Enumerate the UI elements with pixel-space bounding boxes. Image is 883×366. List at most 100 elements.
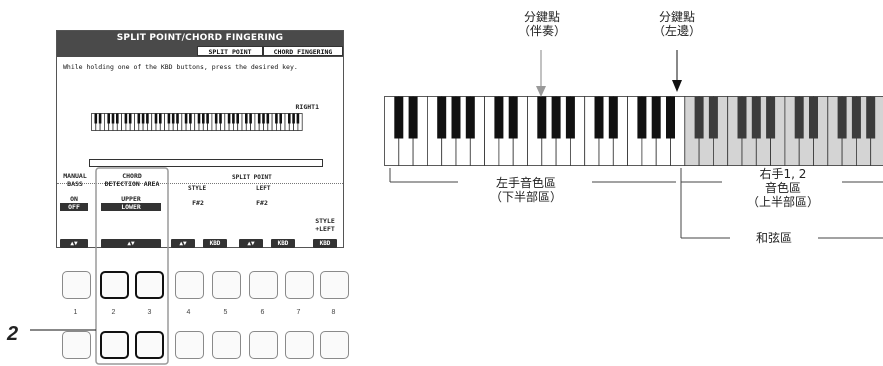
- lower-button-5[interactable]: [212, 331, 241, 359]
- split-point-accomp-label: 分鍵點（伴奏）: [517, 10, 566, 38]
- style-split-arrows[interactable]: ▲▼: [171, 239, 195, 248]
- instruction-text: While holding one of the KBD buttons, pr…: [63, 63, 298, 71]
- black-key: [809, 96, 818, 139]
- parameter-separator: [57, 183, 343, 184]
- upper-button-8[interactable]: [320, 271, 349, 299]
- black-key: [694, 96, 704, 139]
- chord-area-label: 和弦區: [755, 231, 792, 245]
- black-key: [508, 96, 518, 139]
- split-style-label: STYLE: [187, 185, 208, 192]
- black-key: [292, 113, 295, 124]
- black-key: [866, 96, 876, 139]
- lower-button-3[interactable]: [135, 331, 164, 359]
- black-key: [565, 96, 575, 139]
- black-key: [137, 113, 141, 124]
- button-number-2: 2: [111, 309, 116, 316]
- chord-area-lower: LOWER: [101, 203, 161, 211]
- black-key: [94, 113, 98, 124]
- black-key: [451, 96, 461, 139]
- black-key: [171, 113, 175, 124]
- lower-button-6[interactable]: [249, 331, 278, 359]
- manual-bass-arrows[interactable]: ▲▼: [60, 239, 88, 248]
- black-key: [275, 113, 278, 124]
- upper-button-1[interactable]: [62, 271, 91, 299]
- manual-bass-values: ON OFF: [60, 195, 88, 211]
- black-key: [637, 96, 647, 139]
- button-number-6: 6: [260, 309, 265, 316]
- step-callout-number: 2: [7, 323, 19, 345]
- black-key: [262, 113, 265, 124]
- black-key: [141, 113, 145, 124]
- black-key: [214, 113, 218, 124]
- lower-button-1[interactable]: [62, 331, 91, 359]
- style-left-kbd[interactable]: KBD: [313, 239, 337, 248]
- button-number-7: 7: [296, 309, 301, 316]
- chord-detection-values: UPPER LOWER: [101, 195, 161, 211]
- black-key: [245, 113, 248, 124]
- lower-button-4[interactable]: [175, 331, 204, 359]
- black-key: [159, 113, 162, 124]
- black-key: [651, 96, 661, 139]
- black-key: [437, 96, 447, 139]
- split-style-value: F#2: [192, 199, 204, 207]
- upper-button-3[interactable]: [135, 271, 164, 299]
- black-key: [794, 96, 804, 139]
- upper-button-5[interactable]: [212, 271, 241, 299]
- black-key: [751, 96, 761, 139]
- chord-area-arrows[interactable]: ▲▼: [101, 239, 161, 248]
- upper-button-4[interactable]: [175, 271, 204, 299]
- black-key: [154, 113, 158, 124]
- upper-button-6[interactable]: [249, 271, 278, 299]
- black-key: [737, 96, 747, 139]
- black-key: [666, 96, 675, 139]
- black-key: [288, 113, 291, 124]
- lower-button-2[interactable]: [100, 331, 129, 359]
- black-key: [837, 96, 847, 139]
- left-split-kbd[interactable]: KBD: [271, 239, 295, 248]
- lower-button-7[interactable]: [285, 331, 314, 359]
- black-key: [608, 96, 618, 139]
- button-number-1: 1: [73, 309, 78, 316]
- style-split-kbd[interactable]: KBD: [203, 239, 227, 248]
- button-number-8: 8: [331, 309, 336, 316]
- black-key: [232, 113, 235, 124]
- split-left-value: F#2: [256, 199, 268, 207]
- black-key: [98, 113, 102, 124]
- black-key: [394, 96, 404, 139]
- lcd-keyboard-graphic[interactable]: [91, 113, 305, 131]
- black-key: [167, 113, 171, 124]
- lower-button-8[interactable]: [320, 331, 349, 359]
- black-key: [494, 96, 504, 139]
- chord-area-upper: UPPER: [121, 195, 141, 203]
- split-point-left-label: 分鍵點（左邊）: [652, 10, 701, 38]
- lcd-tab-bar: SPLIT POINT CHORD FINGERING: [57, 45, 343, 57]
- lcd-display: SPLIT POINT/CHORD FINGERING SPLIT POINT …: [56, 30, 344, 248]
- black-key: [128, 113, 132, 124]
- black-key: [851, 96, 861, 139]
- black-key: [537, 96, 547, 139]
- split-range-bar: [89, 159, 323, 167]
- black-key: [227, 113, 231, 124]
- split-point-group-label: SPLIT POINT: [231, 174, 273, 181]
- black-key: [124, 113, 128, 124]
- left-voice-area-label: 左手音色區（下半部區）: [489, 176, 562, 204]
- black-key: [219, 113, 222, 124]
- upper-button-2[interactable]: [100, 271, 129, 299]
- tab-split-point[interactable]: SPLIT POINT: [197, 46, 263, 56]
- left-split-arrows[interactable]: ▲▼: [239, 239, 263, 248]
- black-key: [116, 113, 119, 124]
- button-number-4: 4: [186, 309, 191, 316]
- tab-chord-fingering[interactable]: CHORD FINGERING: [263, 46, 343, 56]
- manual-bass-off: OFF: [60, 203, 88, 211]
- upper-button-7[interactable]: [285, 271, 314, 299]
- black-key: [184, 113, 188, 124]
- button-number-3: 3: [147, 309, 152, 316]
- black-key: [594, 96, 604, 139]
- style-left-label: STYLE+LEFT: [315, 217, 335, 233]
- black-key: [279, 113, 282, 124]
- black-key: [266, 113, 270, 124]
